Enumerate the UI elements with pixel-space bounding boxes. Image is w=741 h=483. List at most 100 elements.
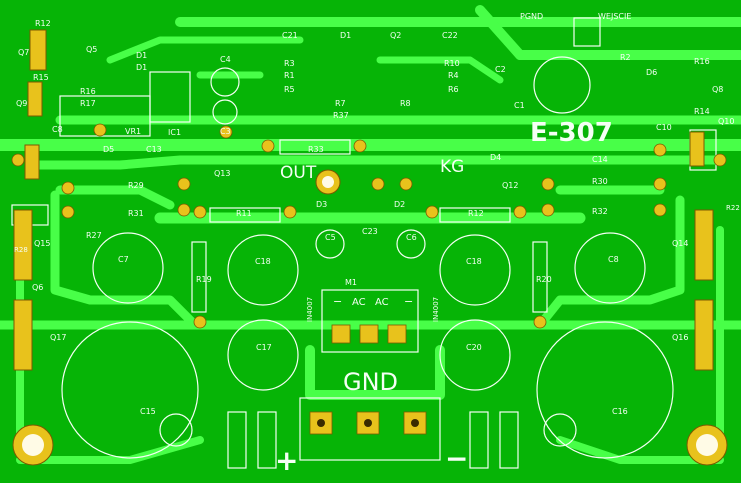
designator: VR1 [125,127,141,136]
designator: R27 [86,231,102,240]
designator: D1 [136,63,147,72]
c5-outline [315,229,345,259]
vr1-outline [59,95,151,137]
designator: C18 [255,257,271,266]
designator: C2 [495,65,506,74]
designator: C4 [220,55,231,64]
designator: D2 [394,200,405,209]
designator: Q16 [672,333,688,342]
designator: C22 [442,31,458,40]
mounting-holes [12,169,728,466]
designator: R5 [284,85,295,94]
designator: C5 [325,233,336,242]
designator: R10 [444,59,460,68]
designator: R15 [33,73,49,82]
designator: R4 [448,71,459,80]
designator: R32 [592,207,608,216]
gnd-terminal-outline [299,397,441,461]
c18l-outline [227,234,299,306]
designator: R16 [694,57,710,66]
designator: D4 [490,153,501,162]
designator: Q5 [86,45,97,54]
component-outlines [11,17,717,469]
designator: C1 [514,101,525,110]
c20-outline [439,319,511,391]
designator: D1 [340,31,351,40]
designator: R22 [726,204,740,212]
pad-strips [13,29,714,371]
designator: Q12 [502,181,518,190]
designator: D6 [646,68,657,77]
c16-outline [536,321,674,459]
designators: R12 Q7 Q5 R15 Q9 R16 R17 C8 VR1 D1 D1 C4… [14,19,740,416]
c1-outline [533,56,591,114]
designator: Q9 [16,99,27,108]
bridge-outline [321,289,419,353]
designator: IC1 [168,128,181,137]
bridge-label: M1 [345,278,357,287]
designator: Q7 [18,48,29,57]
designator: R30 [592,177,608,186]
bridge-pin-3: AC [375,297,389,308]
designator: C8 [52,125,63,134]
c3-outline [212,99,238,125]
designator: C17 [256,343,272,352]
bridge-pin-1: − [333,295,342,308]
designator: Q6 [32,283,43,292]
designator: C15 [140,407,156,416]
designator: IN4007 [432,297,440,322]
bridge-pin-2: AC [352,297,366,308]
designator: Q2 [390,31,401,40]
designator: R1 [284,71,295,80]
designator: C3 [220,127,231,136]
gnd-label: GND [343,368,398,396]
designator: R17 [80,99,96,108]
pgnd-label: PGND [520,12,543,21]
designator: Q10 [718,117,734,126]
designator: R3 [284,59,295,68]
c17-outline [227,319,299,391]
designator: C18 [466,257,482,266]
designator: R37 [333,111,349,120]
designator: R33 [308,145,324,154]
designator: Q13 [214,169,230,178]
designator: R6 [448,85,459,94]
out-label: OUT [280,163,317,183]
plus-label: + [275,444,298,477]
board-code: E-307 [530,118,613,148]
capacitor-outlines [61,56,674,459]
designator: C13 [146,145,162,154]
bridge-pin-4: − [404,295,413,308]
designator: D3 [316,200,327,209]
designator: Q8 [712,85,723,94]
designator: C23 [362,227,378,236]
minus-label: − [445,442,468,475]
c18r-outline [439,234,511,306]
designator: C16 [612,407,628,416]
designator: Q14 [672,239,688,248]
designator: R28 [14,246,28,254]
designator: D1 [136,51,147,60]
c4-outline [210,67,240,97]
designator: R2 [620,53,631,62]
designator: R14 [694,107,710,116]
designator: R20 [536,275,552,284]
pads [11,123,727,435]
designator: D5 [103,145,114,154]
designator: C6 [406,233,417,242]
designator: Q17 [50,333,66,342]
designator: R16 [80,87,96,96]
designator: R12 [35,19,51,28]
c15-outline [61,321,199,459]
designator: R8 [400,99,411,108]
designator: Q15 [34,239,50,248]
designator: C21 [282,31,298,40]
kg-label: KG [440,157,464,177]
designator: IN4007 [306,297,314,322]
designator: R12 [468,209,484,218]
c6-outline [396,229,426,259]
designator: C7 [118,255,129,264]
